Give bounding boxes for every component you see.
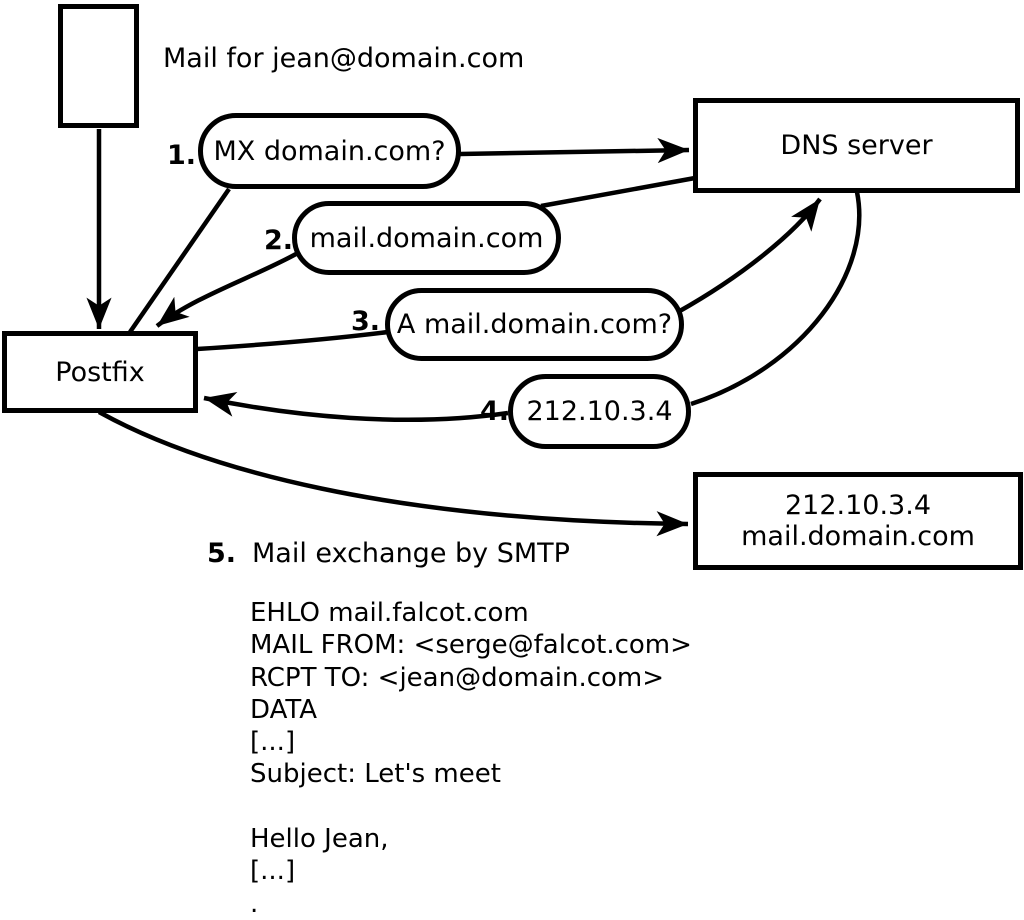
dns-server-node: DNS server: [693, 98, 1020, 193]
reply-pill-ip: 212.10.3.4: [508, 374, 691, 449]
mail-server-ip-label: 212.10.3.4: [785, 490, 931, 521]
step-number-4: 4.: [479, 396, 509, 427]
reply-pill-mx-result-label: mail.domain.com: [309, 222, 544, 254]
dns-server-node-label: DNS server: [780, 130, 933, 161]
mail-message-node: [58, 4, 139, 128]
step-number-3: 3.: [350, 306, 380, 337]
query-pill-a-record: A mail.domain.com?: [385, 288, 684, 361]
line-dns-to-reply2: [540, 175, 696, 209]
smtp-exchange-label: Mail exchange by SMTP: [252, 538, 570, 569]
line-postfix-to-query1: [128, 187, 231, 334]
query-pill-mx-label: MX domain.com?: [213, 135, 446, 167]
incoming-mail-label: Mail for jean@domain.com: [163, 43, 525, 74]
postfix-node-label: Postfix: [55, 356, 145, 388]
smtp-session-text: EHLO mail.falcot.com MAIL FROM: <serge@f…: [250, 598, 692, 919]
step-number-2: 2.: [263, 225, 293, 256]
step-number-1: 1.: [166, 140, 196, 171]
line-postfix-to-query3: [196, 329, 389, 352]
mail-server-hostname-label: mail.domain.com: [741, 521, 975, 552]
query-pill-mx: MX domain.com?: [198, 113, 461, 189]
arrow-query3-to-dns: [676, 197, 822, 314]
postfix-node: Postfix: [2, 331, 198, 413]
arrow-reply4-to-postfix: [203, 391, 509, 423]
arrow-query1-to-dns: [459, 137, 690, 164]
line-dns-to-reply4: [690, 191, 862, 407]
arrow-postfix-to-mailserver: [97, 410, 689, 537]
reply-pill-mx-result: mail.domain.com: [292, 201, 561, 275]
step-number-5: 5.: [206, 538, 236, 569]
arrow-reply2-to-postfix: [155, 252, 298, 328]
query-pill-a-record-label: A mail.domain.com?: [396, 309, 673, 340]
mail-server-node: 212.10.3.4 mail.domain.com: [693, 472, 1023, 570]
reply-pill-ip-label: 212.10.3.4: [526, 396, 673, 427]
